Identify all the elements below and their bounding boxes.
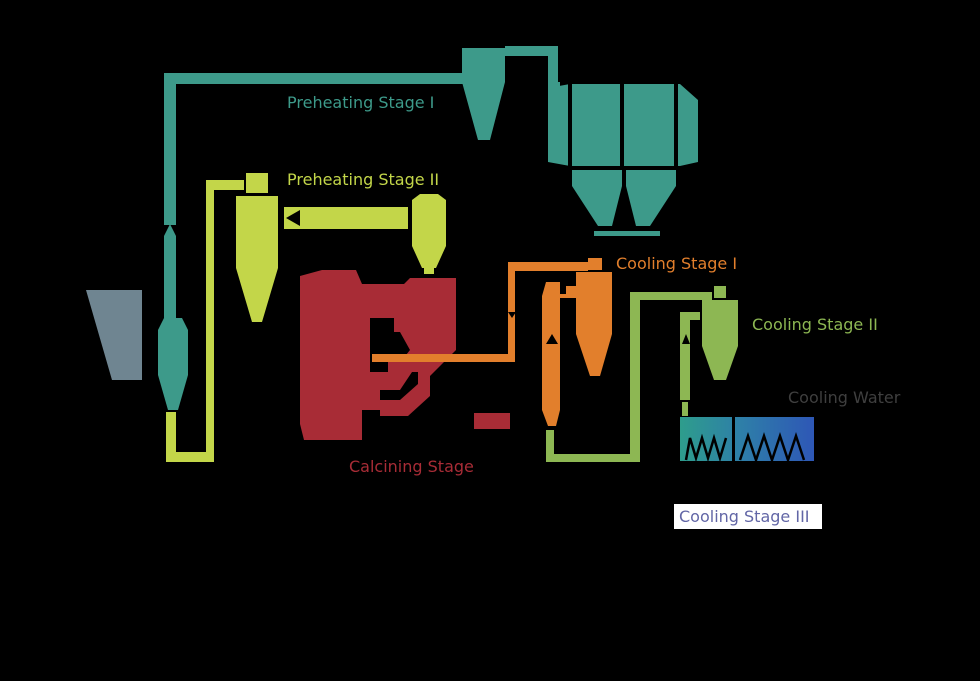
cooling-3-coil-left	[684, 433, 728, 463]
bag-filter-base	[594, 231, 660, 236]
preheating-stage-1-unit	[158, 46, 698, 410]
preheating-2-feed-duct	[284, 207, 408, 229]
cooling-1-cyclone	[576, 272, 612, 376]
label-preheating-stage-2: Preheating Stage II	[287, 170, 439, 189]
label-cooling-stage-2: Cooling Stage II	[752, 315, 878, 334]
calciner-outlet	[474, 413, 510, 429]
bag-filter-hopper-left	[572, 170, 622, 226]
preheating-1-filter-duct	[505, 46, 558, 82]
label-cooling-stage-3-box	[674, 504, 822, 529]
preheating-2-duct	[166, 180, 244, 462]
bag-filter-hopper-right	[626, 170, 676, 226]
cooling-2-riser	[680, 312, 700, 400]
preheating-2-cyclone	[236, 196, 278, 322]
label-cooling-water: Cooling Water	[788, 388, 901, 407]
label-calcining-stage: Calcining Stage	[349, 457, 474, 476]
preheating-stage-2-unit	[166, 173, 446, 462]
label-preheating-stage-1: Preheating Stage I	[287, 93, 434, 112]
feed-hopper	[86, 290, 142, 380]
preheating-1-feeder-cyclone	[158, 318, 188, 410]
label-cooling-stage-1: Cooling Stage I	[616, 254, 737, 273]
preheating-1-riser	[164, 236, 176, 318]
label-cooling-stage-3: Cooling Stage III	[679, 507, 810, 526]
cooling-stage-3-unit	[680, 417, 814, 464]
cooling-1-riser	[542, 282, 576, 426]
cooling-3-coil-right	[738, 432, 806, 464]
preheating-1-arrow	[164, 224, 176, 236]
preheating-1-top-cyclone	[462, 48, 505, 140]
cooling-2-cyclone	[702, 300, 738, 380]
preheating-2-cyclone-cap	[246, 173, 268, 193]
preheating-2-upper-cyclone	[412, 194, 446, 268]
preheating-2-arrow	[286, 210, 300, 226]
cooling-stage-2-unit	[546, 286, 738, 462]
cooling-stage-1-unit	[372, 258, 612, 426]
